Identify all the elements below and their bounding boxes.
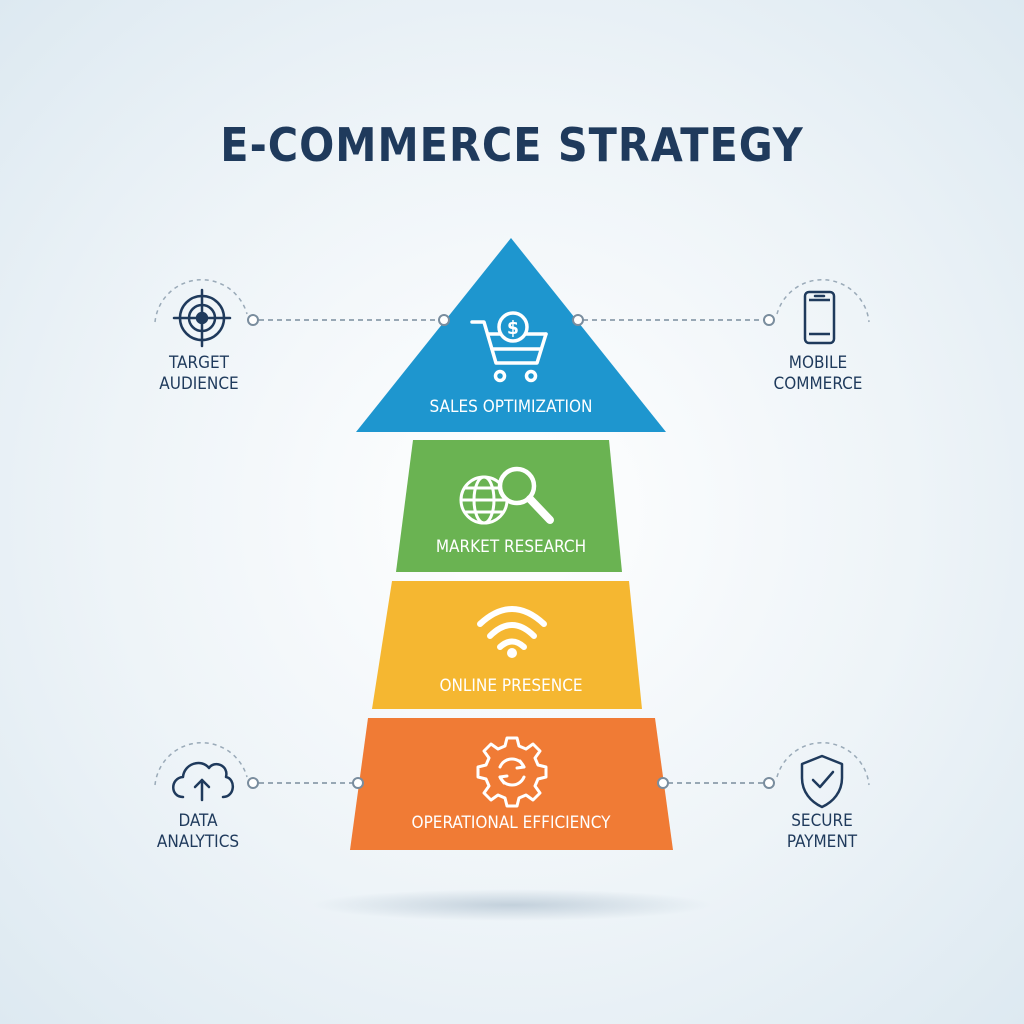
level-label-operational: OPERATIONAL EFFICIENCY xyxy=(412,813,612,833)
shield-check-icon xyxy=(800,754,844,809)
svg-text:$: $ xyxy=(507,317,519,339)
level-label-online: ONLINE PRESENCE xyxy=(439,676,582,696)
ground-shadow xyxy=(312,889,712,921)
cloud-upload-icon xyxy=(172,761,234,802)
target-audience-label-line2: AUDIENCE xyxy=(159,374,238,394)
gear-cycle-icon xyxy=(476,736,548,808)
connector-target xyxy=(247,314,450,326)
connector-secure xyxy=(657,777,775,789)
target-icon xyxy=(172,288,232,348)
connector-mobile xyxy=(572,314,775,326)
level-label-market: MARKET RESEARCH xyxy=(436,537,586,557)
globe-magnifier-icon xyxy=(459,466,554,525)
level-market-research xyxy=(396,440,622,572)
data-analytics-label-line1: DATA xyxy=(178,811,218,831)
smartphone-icon xyxy=(803,290,836,345)
target-audience-label-line1: TARGET xyxy=(168,353,230,373)
page-title: E-COMMERCE STRATEGY xyxy=(220,118,804,172)
mobile-commerce-label-line2: COMMERCE xyxy=(774,374,863,394)
wifi-icon xyxy=(477,606,547,658)
data-analytics-label-line2: ANALYTICS xyxy=(157,832,239,852)
level-label-sales: SALES OPTIMIZATION xyxy=(430,397,593,417)
secure-payment-label-line1: SECURE xyxy=(791,811,853,831)
connector-data xyxy=(247,777,364,789)
shopping-cart-dollar-icon: $ xyxy=(470,311,548,383)
side-arcs xyxy=(154,279,870,786)
mobile-commerce-label-line1: MOBILE xyxy=(789,353,847,373)
secure-payment-label-line2: PAYMENT xyxy=(787,832,858,852)
